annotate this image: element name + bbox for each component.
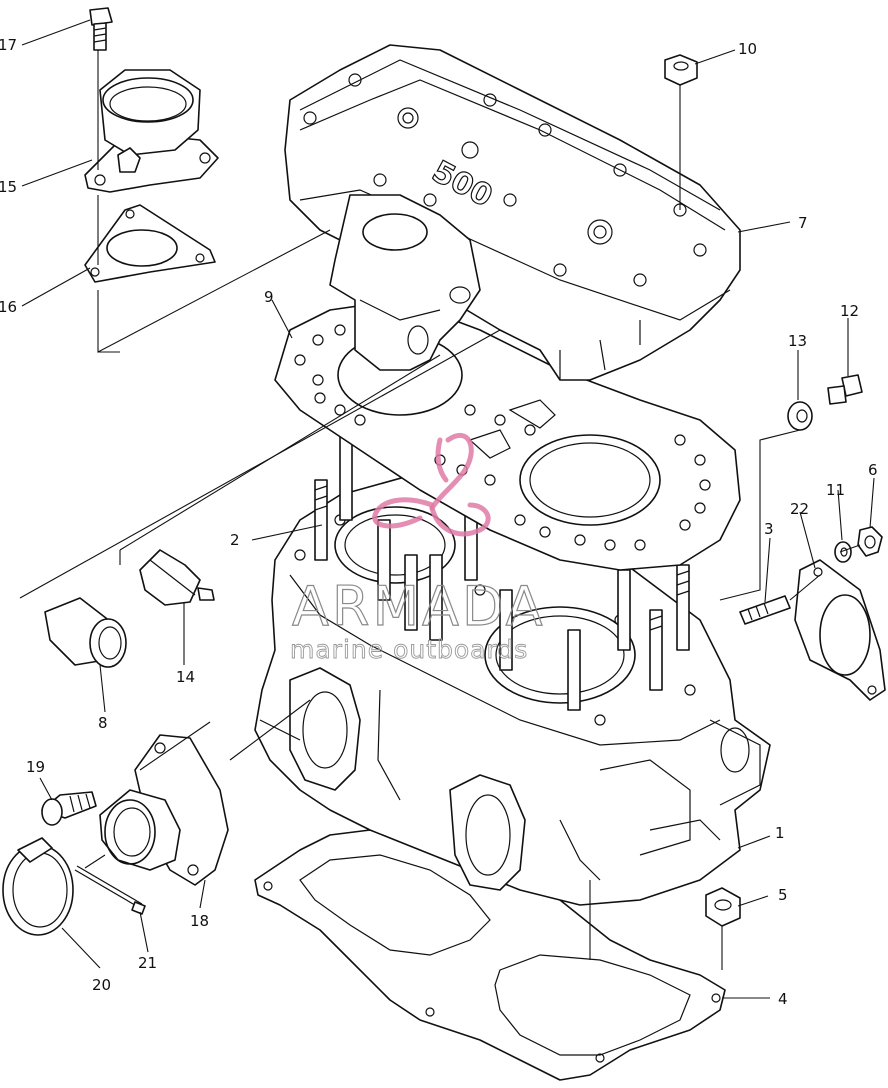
callout-13: 13 <box>788 332 807 350</box>
thermostat-bolt <box>89 7 113 51</box>
callout-11: 11 <box>826 481 845 499</box>
callout-8: 8 <box>98 714 108 732</box>
watermark-logo <box>372 432 491 537</box>
watermark: ARMADA marine outboards <box>290 432 546 664</box>
callout-14: 14 <box>176 668 195 686</box>
callout-12: 12 <box>840 302 859 320</box>
clamp-screw <box>74 865 146 915</box>
thermostat-cover <box>84 69 219 193</box>
head-nut <box>664 54 698 86</box>
intake-manifold <box>99 734 229 886</box>
thermostat-housing <box>329 194 481 371</box>
callout-3: 3 <box>764 520 774 538</box>
callout-16: 16 <box>0 298 17 316</box>
watermark-title: ARMADA <box>292 575 546 638</box>
thermostat-gasket <box>84 204 216 283</box>
manifold-bolt <box>41 791 97 826</box>
exhaust-stud <box>739 595 791 625</box>
callout-15: 15 <box>0 178 17 196</box>
callout-10: 10 <box>738 40 757 58</box>
callout-1: 1 <box>775 824 785 842</box>
callout-5: 5 <box>778 886 788 904</box>
callout-labels: 17 15 16 10 7 9 13 12 6 11 22 3 2 14 8 1… <box>0 36 878 1008</box>
callout-4: 4 <box>778 990 788 1008</box>
callout-6: 6 <box>868 461 878 479</box>
watermark-subtitle: marine outboards <box>290 635 528 664</box>
callout-17: 17 <box>0 36 17 54</box>
callout-18: 18 <box>190 912 209 930</box>
callout-19: 19 <box>26 758 45 776</box>
hose-clamp <box>2 837 74 936</box>
washer <box>787 401 813 431</box>
cylinder-head: 500 <box>284 44 741 381</box>
plug-bolt <box>827 374 863 405</box>
base-nut <box>705 887 741 927</box>
sensor-sleeve <box>44 597 127 668</box>
exhaust-nut <box>857 526 883 557</box>
exhaust-gasket <box>794 559 886 701</box>
temperature-sensor <box>139 549 215 606</box>
callout-2: 2 <box>230 531 240 549</box>
assembly-guide-lines <box>19 50 861 970</box>
callout-22: 22 <box>790 500 809 518</box>
callout-21: 21 <box>138 954 157 972</box>
leader-lines <box>21 19 875 999</box>
callout-7: 7 <box>798 214 808 232</box>
exhaust-washer <box>834 541 852 563</box>
callout-20: 20 <box>92 976 111 994</box>
callout-9: 9 <box>264 288 274 306</box>
